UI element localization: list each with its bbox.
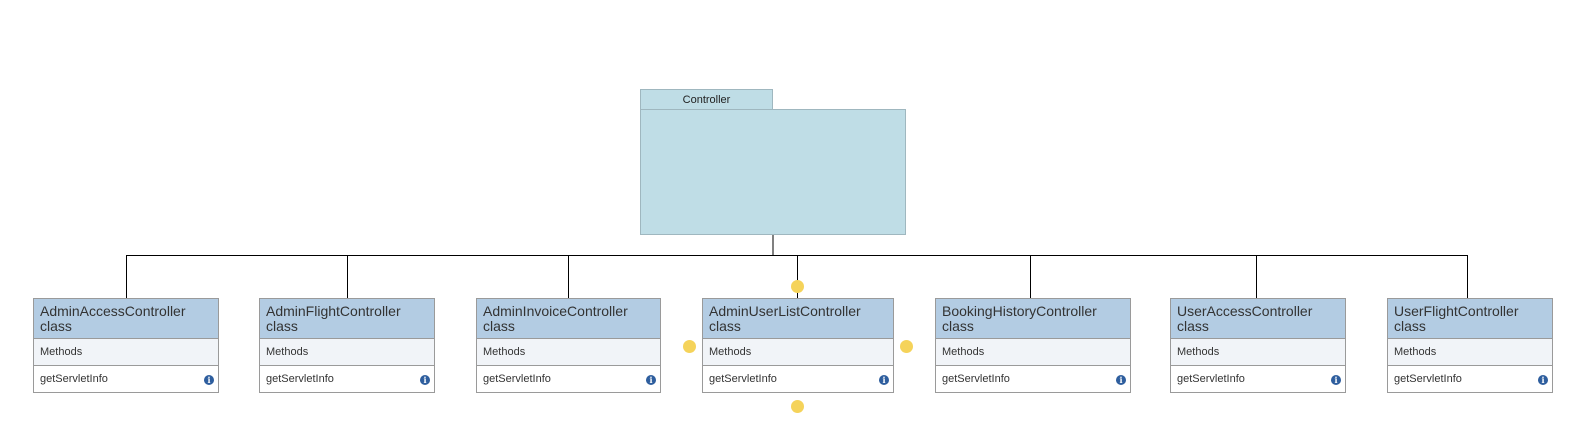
package-controller[interactable]: Controller [640, 89, 906, 235]
info-icon[interactable]: i [420, 375, 430, 385]
method-name: getServletInfo [1394, 373, 1462, 385]
class-name: AdminFlightController [266, 304, 401, 319]
info-icon[interactable]: i [879, 375, 889, 385]
info-icon[interactable]: i [1331, 375, 1341, 385]
class-name: AdminInvoiceController [483, 304, 628, 319]
class-kind: class [40, 319, 72, 334]
class-kind: class [1177, 319, 1209, 334]
class-admin-user-list-controller[interactable]: AdminUserListController class Methods ge… [702, 298, 894, 393]
info-icon[interactable]: i [1538, 375, 1548, 385]
class-name: AdminUserListController [709, 304, 861, 319]
package-body[interactable] [640, 109, 906, 235]
class-user-access-controller[interactable]: UserAccessController class Methods getSe… [1170, 298, 1346, 393]
class-header: AdminAccessController class [34, 299, 218, 339]
class-kind: class [266, 319, 298, 334]
method-item[interactable]: getServletInfo i [936, 366, 1130, 392]
method-item[interactable]: getServletInfo i [703, 366, 893, 392]
class-kind: class [709, 319, 741, 334]
method-item[interactable]: getServletInfo i [34, 366, 218, 392]
package-tab: Controller [640, 89, 773, 110]
selection-handle-top[interactable] [791, 280, 804, 293]
class-admin-access-controller[interactable]: AdminAccessController class Methods getS… [33, 298, 219, 393]
class-user-flight-controller[interactable]: UserFlightController class Methods getSe… [1387, 298, 1553, 393]
methods-section-label: Methods [703, 339, 893, 366]
class-header: AdminFlightController class [260, 299, 434, 339]
selection-handle-bottom[interactable] [791, 400, 804, 413]
method-item[interactable]: getServletInfo i [477, 366, 660, 392]
method-name: getServletInfo [483, 373, 551, 385]
methods-section-label: Methods [936, 339, 1130, 366]
method-name: getServletInfo [942, 373, 1010, 385]
methods-section-label: Methods [477, 339, 660, 366]
methods-section-label: Methods [260, 339, 434, 366]
class-booking-history-controller[interactable]: BookingHistoryController class Methods g… [935, 298, 1131, 393]
info-icon[interactable]: i [646, 375, 656, 385]
class-header: AdminInvoiceController class [477, 299, 660, 339]
class-admin-invoice-controller[interactable]: AdminInvoiceController class Methods get… [476, 298, 661, 393]
class-kind: class [942, 319, 974, 334]
class-kind: class [483, 319, 515, 334]
method-name: getServletInfo [40, 373, 108, 385]
class-header: AdminUserListController class [703, 299, 893, 339]
class-admin-flight-controller[interactable]: AdminFlightController class Methods getS… [259, 298, 435, 393]
class-header: BookingHistoryController class [936, 299, 1130, 339]
method-item[interactable]: getServletInfo i [1171, 366, 1345, 392]
selection-handle-right[interactable] [900, 340, 913, 353]
method-name: getServletInfo [266, 373, 334, 385]
class-name: BookingHistoryController [942, 304, 1097, 319]
methods-section-label: Methods [1171, 339, 1345, 366]
info-icon[interactable]: i [204, 375, 214, 385]
class-name: AdminAccessController [40, 304, 186, 319]
method-item[interactable]: getServletInfo i [1388, 366, 1552, 392]
class-header: UserFlightController class [1388, 299, 1552, 339]
methods-section-label: Methods [34, 339, 218, 366]
method-name: getServletInfo [1177, 373, 1245, 385]
methods-section-label: Methods [1388, 339, 1552, 366]
method-item[interactable]: getServletInfo i [260, 366, 434, 392]
package-name: Controller [682, 94, 731, 106]
info-icon[interactable]: i [1116, 375, 1126, 385]
class-name: UserFlightController [1394, 304, 1519, 319]
class-kind: class [1394, 319, 1426, 334]
class-name: UserAccessController [1177, 304, 1313, 319]
class-header: UserAccessController class [1171, 299, 1345, 339]
method-name: getServletInfo [709, 373, 777, 385]
selection-handle-left[interactable] [683, 340, 696, 353]
